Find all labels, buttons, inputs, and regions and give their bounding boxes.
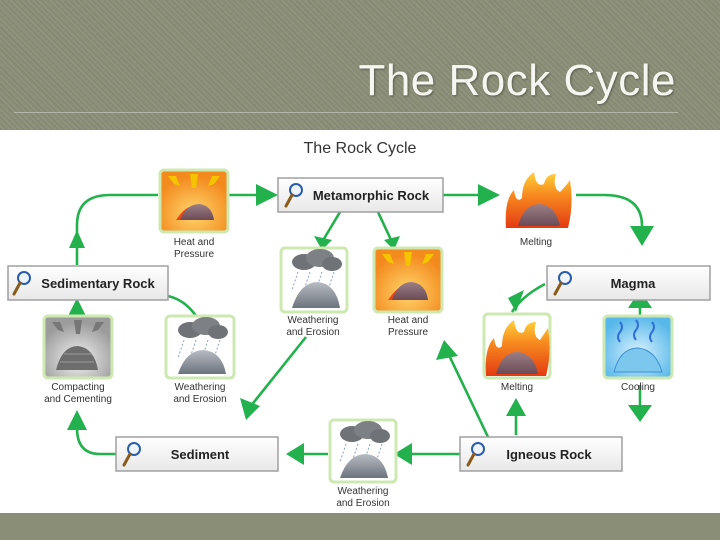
- process-label: Weathering: [338, 486, 389, 497]
- process-label: Pressure: [388, 327, 428, 338]
- arrowhead-15: [67, 410, 87, 430]
- process-compacting: Compacting and Cementing: [42, 314, 114, 405]
- diagram-title: The Rock Cycle: [304, 140, 417, 157]
- node-label: Sediment: [171, 447, 230, 462]
- magnifier-icon: [122, 442, 141, 467]
- rock-icon: [496, 352, 538, 374]
- process-heat-pressure-top: Heat and Pressure: [158, 168, 230, 260]
- process-label: and Erosion: [286, 327, 339, 338]
- process-label: Weathering: [175, 382, 226, 393]
- process-label: and Cementing: [44, 394, 112, 405]
- down-arrows-icon: [52, 320, 104, 334]
- rain-cloud-icon: [177, 317, 228, 359]
- process-melting-right: Melting: [482, 312, 552, 393]
- rock-cycle-diagram: The Rock Cycle: [0, 130, 720, 513]
- down-arrows-icon: [382, 252, 434, 266]
- arrowhead-5: [314, 236, 332, 250]
- process-label: Melting: [501, 382, 533, 393]
- rock-icon: [178, 350, 226, 374]
- magnifier-icon: [553, 271, 572, 296]
- arrow-sediment-to-compacting: [75, 427, 116, 456]
- arrow-sedimentary-to-weathering: [167, 294, 198, 317]
- arrow-sedimentary-to-metamorphic: [75, 193, 158, 265]
- arrow-melting-to-magma: [576, 193, 644, 227]
- node-label: Metamorphic Rock: [313, 188, 430, 203]
- node-label: Magma: [611, 276, 657, 291]
- arrowhead-4: [630, 226, 654, 246]
- process-weathering-left: Weathering and Erosion: [164, 314, 236, 405]
- arrowhead-16: [67, 298, 87, 318]
- arrowhead-12: [506, 398, 526, 416]
- process-label: and Erosion: [173, 394, 226, 405]
- arrowhead-8: [436, 340, 458, 360]
- cycle-arrows: [75, 193, 644, 456]
- slide-footer-strip: [0, 513, 720, 540]
- cooling-icon: [617, 319, 655, 343]
- node-magma: Magma: [546, 265, 711, 301]
- arrow-igneous-to-heat: [446, 352, 490, 438]
- process-weathering-center: Weathering and Erosion: [279, 246, 349, 338]
- node-metamorphic-rock: Metamorphic Rock: [277, 177, 444, 213]
- magnifier-icon: [466, 442, 485, 467]
- process-label: Cooling: [621, 382, 655, 393]
- magnifier-icon: [284, 183, 303, 208]
- process-weathering-bottom: Weathering and Erosion: [328, 418, 398, 509]
- process-label: Compacting: [51, 382, 104, 393]
- rain-cloud-icon: [339, 421, 390, 463]
- arrowhead-7: [240, 398, 260, 420]
- node-igneous-rock: Igneous Rock: [459, 436, 623, 472]
- process-label: Melting: [520, 237, 552, 248]
- arrow-metamorphic-to-weathering: [320, 211, 342, 243]
- process-cooling: Cooling: [602, 314, 674, 393]
- node-label: Sedimentary Rock: [41, 276, 155, 291]
- arrow-metamorphic-to-heat: [376, 211, 394, 243]
- rock-icon: [56, 346, 98, 370]
- rock-icon: [292, 282, 340, 308]
- arrowhead-9: [508, 290, 524, 312]
- arrowhead-1: [69, 230, 85, 248]
- rock-icon: [518, 204, 560, 226]
- arrow-weathering-to-sediment: [248, 336, 308, 408]
- node-sediment: Sediment: [115, 436, 279, 472]
- arrowhead-11: [628, 405, 652, 422]
- arrowhead-6: [384, 236, 400, 250]
- arrowheads: [67, 184, 654, 465]
- node-label: Igneous Rock: [506, 447, 592, 462]
- process-label: and Erosion: [336, 498, 389, 509]
- arrowhead-14: [286, 443, 304, 465]
- arrowhead-3: [478, 184, 500, 206]
- process-melting-top: Melting: [504, 168, 574, 248]
- rock-icon: [180, 204, 214, 220]
- arrow-magma-to-melting: [510, 282, 546, 313]
- rock-icon: [613, 347, 663, 373]
- rock-icon: [392, 282, 428, 300]
- title-divider: [14, 112, 678, 113]
- process-label: Pressure: [174, 249, 214, 260]
- rock-icon: [340, 454, 388, 478]
- arrowhead-13: [394, 443, 412, 465]
- arrowhead-2: [256, 184, 278, 206]
- process-label: Heat and: [174, 237, 215, 248]
- down-arrows-icon: [168, 174, 220, 188]
- slide-title: The Rock Cycle: [358, 56, 676, 105]
- process-heat-pressure-center: Heat and Pressure: [372, 246, 444, 338]
- process-label: Heat and: [388, 315, 429, 326]
- rain-cloud-icon: [291, 249, 342, 291]
- process-label: Weathering: [288, 315, 339, 326]
- node-sedimentary-rock: Sedimentary Rock: [7, 265, 169, 301]
- magnifier-icon: [12, 271, 31, 296]
